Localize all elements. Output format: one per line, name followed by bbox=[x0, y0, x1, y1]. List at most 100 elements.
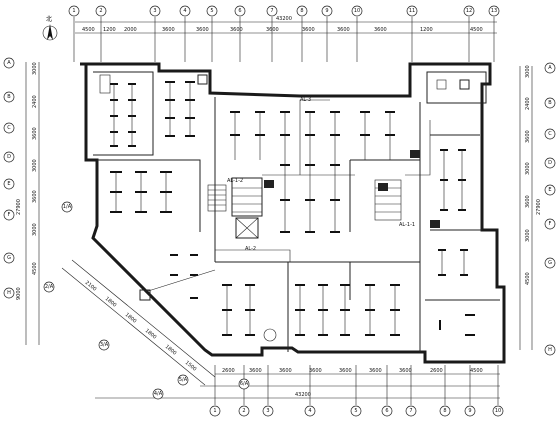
top-dim-2: 1200 bbox=[103, 27, 116, 33]
axis-bubble-right-b: B bbox=[544, 97, 556, 109]
svg-text:1: 1 bbox=[72, 8, 75, 14]
wiring-runs bbox=[113, 82, 465, 335]
axis-bubble-left-a: A bbox=[3, 57, 15, 69]
svg-text:B: B bbox=[548, 100, 552, 106]
axis-bubble-right-c: C bbox=[544, 128, 556, 140]
axis-bubble-bottom-4: 4 bbox=[304, 405, 316, 417]
top-dim-12: 4500 bbox=[470, 27, 483, 33]
bottom-overall-dimension: 43200 bbox=[295, 392, 311, 398]
left-axis-bubbles: A B C D E F G H bbox=[3, 57, 15, 299]
svg-text:7: 7 bbox=[409, 408, 412, 414]
svg-text:G: G bbox=[548, 260, 552, 266]
right-dim-5: 3600 bbox=[525, 195, 531, 208]
svg-text:2: 2 bbox=[242, 408, 245, 414]
panel-label-a: AL-1-2 bbox=[227, 178, 243, 184]
top-dim-1: 4500 bbox=[82, 27, 95, 33]
axis-bubble-left-h: H bbox=[3, 287, 15, 299]
left-dim-5: 3600 bbox=[32, 190, 38, 203]
diag-dim-2: 1800 bbox=[104, 296, 118, 309]
bottom-dim-6: 3600 bbox=[369, 368, 382, 374]
panel-label-d: AL-2 bbox=[245, 246, 256, 252]
svg-text:9: 9 bbox=[325, 8, 328, 14]
equipment bbox=[99, 74, 470, 342]
svg-text:10: 10 bbox=[354, 8, 360, 14]
svg-text:5: 5 bbox=[354, 408, 357, 414]
axis-bubble-top-10: 10 bbox=[351, 5, 363, 17]
axis-bubble-bottom-1: 1 bbox=[209, 405, 221, 417]
panel-label-b: AL-1-1 bbox=[399, 222, 415, 228]
svg-text:6: 6 bbox=[385, 408, 388, 414]
right-dimension-chain: 27900 3000 2400 3600 3000 3600 3000 4500 bbox=[519, 65, 542, 350]
top-dim-9: 3600 bbox=[337, 27, 350, 33]
axis-bubble-top-5: 5 bbox=[206, 5, 218, 17]
right-dim-7: 4500 bbox=[525, 272, 531, 285]
bottom-dim-4: 3600 bbox=[309, 368, 322, 374]
axis-bubble-left-e: E bbox=[3, 178, 15, 190]
axis-bubble-right-h: H bbox=[544, 344, 556, 356]
north-arrow: 北 bbox=[42, 15, 58, 41]
svg-text:F: F bbox=[549, 221, 552, 227]
diag-dim-6: 1500 bbox=[184, 360, 198, 373]
bottom-dim-2: 3600 bbox=[249, 368, 262, 374]
axis-bubble-left-b: B bbox=[3, 91, 15, 103]
panel-label-c: AL-3 bbox=[300, 97, 311, 103]
svg-text:H: H bbox=[548, 347, 552, 353]
axis-bubble-left-c: C bbox=[3, 122, 15, 134]
axis-bubble-right-d: D bbox=[544, 157, 556, 169]
top-dim-6: 3600 bbox=[230, 27, 243, 33]
axis-bubble-bottom-7: 7 bbox=[405, 405, 417, 417]
left-dim-4: 3000 bbox=[32, 159, 38, 172]
panel-labels: AL-1-2 AL-1-1 AL-3 AL-2 bbox=[227, 97, 415, 252]
top-dim-10: 3600 bbox=[374, 27, 387, 33]
axis-bubble-bottom-8: 8 bbox=[439, 405, 451, 417]
north-label: 北 bbox=[46, 15, 52, 23]
left-dim-6: 3000 bbox=[32, 223, 38, 236]
axis-bubble-top-11: 11 bbox=[406, 5, 418, 17]
axis-bubble-bottom-2: 2 bbox=[238, 405, 250, 417]
svg-text:F: F bbox=[8, 212, 11, 218]
top-dim-4: 3600 bbox=[162, 27, 175, 33]
axis-bubble-bottom-9: 9 bbox=[464, 405, 476, 417]
svg-text:D: D bbox=[548, 160, 552, 166]
top-dim-11: 1200 bbox=[420, 27, 433, 33]
right-dim-2: 2400 bbox=[525, 97, 531, 110]
svg-text:B: B bbox=[7, 94, 11, 100]
diag-dim-5: 1800 bbox=[164, 344, 178, 357]
top-axis-bubbles: 1 2 3 4 5 6 7 8 9 10 11 12 13 bbox=[68, 5, 500, 62]
svg-text:9: 9 bbox=[468, 408, 471, 414]
building-outline bbox=[80, 62, 506, 364]
right-dim-6: 3000 bbox=[525, 229, 531, 242]
svg-text:5: 5 bbox=[210, 8, 213, 14]
axis-bubble-right-f: F bbox=[544, 218, 556, 230]
left-dim-1: 3000 bbox=[32, 62, 38, 75]
svg-text:3/A: 3/A bbox=[100, 342, 109, 348]
svg-text:3: 3 bbox=[266, 408, 269, 414]
svg-text:H: H bbox=[7, 290, 11, 296]
svg-text:8: 8 bbox=[300, 8, 303, 14]
left-dimension-chain: 27900 9000 3000 2400 3600 3000 3600 3000… bbox=[16, 62, 40, 345]
svg-text:3: 3 bbox=[153, 8, 156, 14]
axis-bubble-diag-1: 1/A bbox=[61, 201, 73, 213]
top-dim-8: 3600 bbox=[302, 27, 315, 33]
axis-bubble-diag-3: 3/A bbox=[98, 339, 110, 351]
axis-bubble-top-12: 12 bbox=[463, 5, 475, 17]
top-overall-dimension: 43200 bbox=[276, 16, 292, 22]
axis-bubble-right-a: A bbox=[544, 62, 556, 74]
svg-text:A: A bbox=[7, 60, 11, 66]
axis-bubble-top-9: 9 bbox=[321, 5, 333, 17]
svg-text:1/A: 1/A bbox=[63, 204, 72, 210]
left-overall-dimension: 27900 bbox=[16, 199, 22, 215]
right-dim-4: 3000 bbox=[525, 162, 531, 175]
axis-bubble-left-d: D bbox=[3, 151, 15, 163]
svg-text:E: E bbox=[7, 181, 10, 187]
diagonal-dimension-chain: 2100 1800 1800 1800 1800 1500 bbox=[61, 259, 216, 386]
bottom-dimension-chain: 43200 2600 3600 3600 3600 3600 3600 3600… bbox=[95, 368, 500, 399]
axis-bubble-diag-2: 2/A bbox=[43, 281, 55, 293]
right-overall-dimension: 27900 bbox=[536, 199, 542, 215]
svg-text:1: 1 bbox=[213, 408, 216, 414]
bottom-dim-9: 4500 bbox=[470, 368, 483, 374]
bottom-axis-bubbles: 1 2 3 4 5 6 7 8 9 10 bbox=[209, 365, 504, 417]
axis-bubble-top-2: 2 bbox=[95, 5, 107, 17]
svg-text:5/A: 5/A bbox=[179, 377, 188, 383]
